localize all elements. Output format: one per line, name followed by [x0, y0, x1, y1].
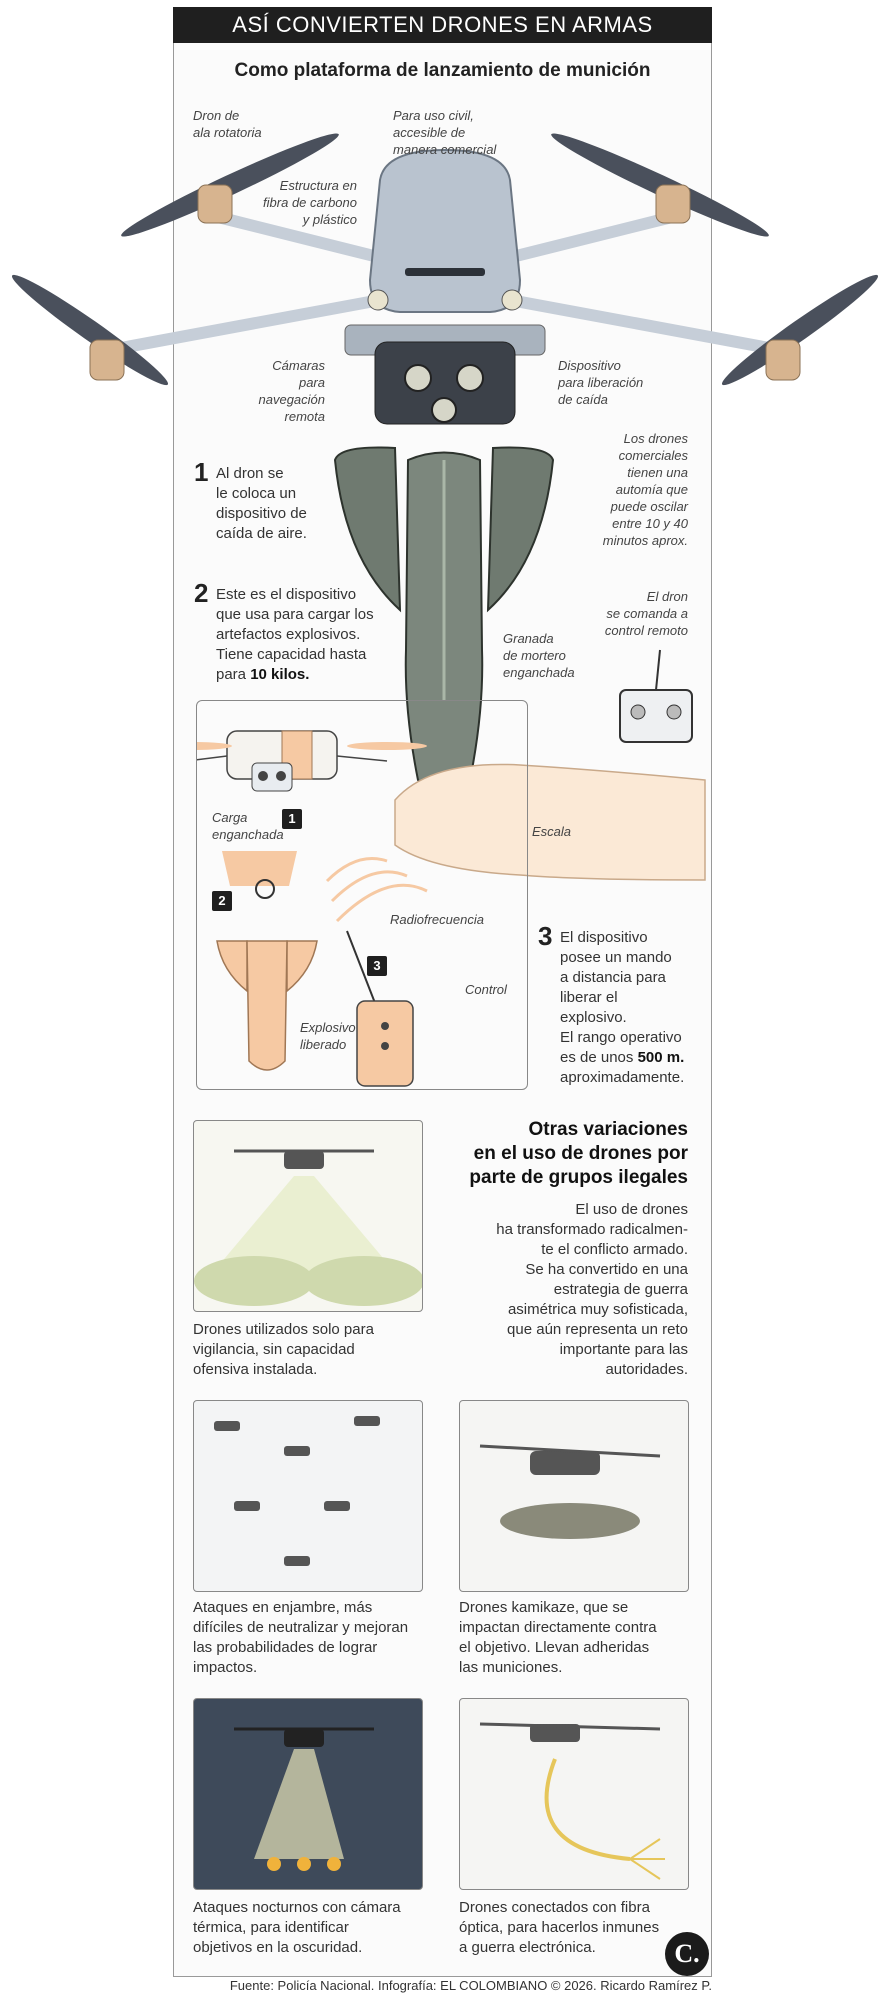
panel-night: [193, 1698, 423, 1890]
label-release-device: Dispositivo para liberación de caída: [558, 358, 644, 407]
mortar-grenade-illustration: [333, 446, 555, 821]
label-control: Control: [465, 982, 507, 997]
caption-night: Ataques nocturnos con cámara térmica, pa…: [193, 1899, 401, 1956]
page-subtitle: Como plataforma de lanzamiento de munici…: [234, 60, 651, 81]
variations-title: Otras variaciones en el uso de drones po…: [469, 1119, 688, 1188]
label-radio: Radiofrecuencia: [390, 912, 484, 927]
step-2-number: 2: [194, 578, 209, 608]
panel-fiber: [459, 1698, 689, 1890]
step-1-number: 1: [194, 457, 209, 487]
badge-1: 1: [282, 809, 302, 829]
label-load: Carga enganchada: [212, 810, 284, 842]
step-3-number: 3: [538, 921, 553, 951]
label-autonomy: Los drones comerciales tienen una automí…: [602, 431, 688, 548]
transmitter-icon: [346, 930, 414, 1087]
page-title: ASÍ CONVIERTEN DRONES EN ARMAS: [173, 7, 712, 43]
caption-surveillance: Drones utilizados solo para vigilancia, …: [193, 1321, 374, 1378]
drone-icon: [234, 1149, 374, 1169]
step-2: 2 Este es el dispositivo que usa para ca…: [194, 580, 396, 685]
label-cameras: Cámaras para navegación remota: [258, 358, 326, 424]
kamikaze-illustration: [479, 1444, 661, 1539]
step-2-text: Este es el dispositivo que usa para carg…: [216, 586, 374, 683]
label-civil: Para uso civil, accesible de manera come…: [393, 108, 497, 157]
night-illustration: [234, 1727, 374, 1871]
step-3-bold: 500 m.: [637, 1049, 685, 1066]
label-scale: Escala: [532, 824, 572, 839]
surveillance-illustration: [194, 1149, 422, 1306]
step-1: 1 Al dron se le coloca un dispositivo de…: [194, 459, 346, 544]
fiber-optic-icon: [629, 1838, 665, 1880]
badge-3: 3: [367, 956, 387, 976]
remote-control-icon: [619, 649, 693, 743]
step-3: 3 El dispositivo posee un mando a distan…: [538, 923, 700, 1088]
release-mechanism-inset: 1 2 3 Carga enganchada Radiofrecuencia C…: [196, 700, 528, 1090]
step-2-bold: 10 kilos.: [250, 666, 310, 683]
footer-credits: Fuente: Policía Nacional. Infografía: EL…: [229, 1978, 712, 1993]
fiber-illustration: [479, 1722, 665, 1880]
camera-lens-icon: [404, 364, 484, 423]
drone-arms: [104, 209, 786, 356]
swarm-illustration: [214, 1416, 380, 1566]
step-1-text: Al dron se le coloca un dispositivo de c…: [216, 465, 307, 542]
step-3-tail: aproximadamente.: [560, 1069, 685, 1086]
mini-propeller-icon: [197, 742, 427, 750]
person-icon: [267, 1857, 341, 1871]
panel-swarm: [193, 1400, 423, 1592]
drone-icon: [479, 1444, 661, 1475]
label-grenade: Granada de mortero enganchada: [503, 631, 575, 680]
badge-2: 2: [212, 891, 232, 911]
panel-kamikaze: [459, 1400, 689, 1592]
caption-swarm: Ataques en enjambre, más difíciles de ne…: [193, 1599, 409, 1676]
label-remote: El dron se comanda a control remoto: [604, 589, 688, 638]
drone-icon: [479, 1722, 661, 1742]
drone-icon: [234, 1727, 374, 1747]
panel-surveillance: [193, 1120, 423, 1312]
inset-illustration: [197, 730, 428, 1087]
caption-fiber: Drones conectados con fibra óptica, para…: [459, 1899, 660, 1956]
label-rotor: Dron de ala rotatoria: [193, 108, 262, 140]
caption-kamikaze: Drones kamikaze, que se impactan directa…: [459, 1599, 657, 1676]
munition-icon: [500, 1503, 640, 1539]
variations-text: El uso de drones ha transformado radical…: [496, 1201, 688, 1378]
step-3-text: El dispositivo posee un mando a distanci…: [560, 929, 682, 1066]
explosive-icon: [216, 940, 318, 1071]
drone-icon: [214, 1416, 380, 1566]
label-structure: Estructura en fibra de carbono y plástic…: [263, 178, 357, 227]
label-explosive: Explosivo liberado: [300, 1020, 356, 1052]
el-colombiano-logo: C.: [665, 1932, 709, 1976]
propeller-icon: [11, 133, 879, 386]
